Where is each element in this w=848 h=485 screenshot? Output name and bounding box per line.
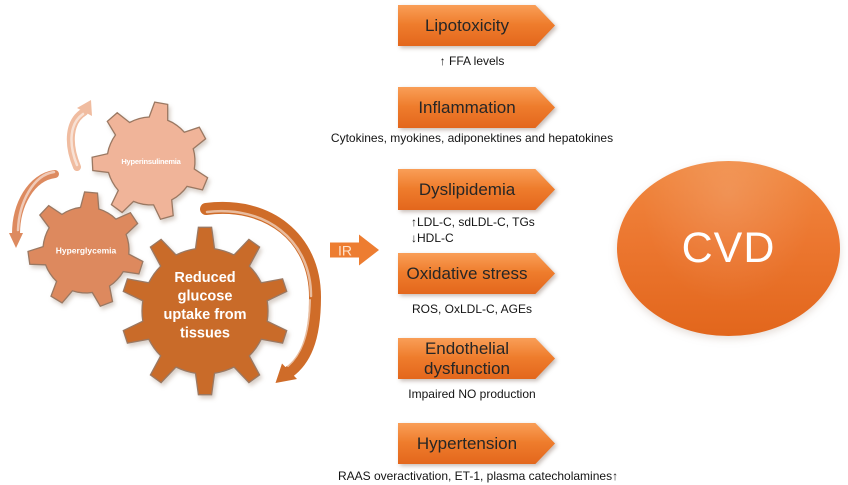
pathway-note-hypertension: RAAS overactivation, ET-1, plasma catech… [337, 469, 619, 483]
pathway-arrow-lipotoxicity: Lipotoxicity [398, 5, 555, 46]
gear-label-reduced-glucose: Reduced glucose uptake from tissues [164, 270, 247, 342]
curved-arrow-top [66, 100, 92, 171]
pathway-label: Lipotoxicity [424, 15, 510, 35]
curved-arrow-top-highlight [70, 112, 85, 167]
pathway-label: Hypertension [416, 433, 518, 453]
curved-arrow-big-highlight2 [287, 299, 311, 367]
pathway-arrow-oxidative-stress: Oxidative stress [398, 253, 555, 294]
curved-arrow-big [200, 201, 322, 383]
cvd-ellipse: CVD [617, 161, 840, 336]
svg-text:Reduced: Reduced [174, 270, 235, 286]
note-line: ↑LDL-C, sdLDL-C, TGs [411, 215, 535, 229]
ir-arrow-label: IR [338, 243, 352, 259]
pathway-note-lipotoxicity: ↑ FFA levels [439, 54, 505, 68]
pathway-note-oxidative-stress: ROS, OxLDL-C, AGEs [411, 302, 533, 316]
svg-text:glucose: glucose [178, 289, 233, 305]
pathway-arrow-dyslipidemia: Dyslipidemia [398, 169, 555, 210]
gear-hyperinsulinemia [91, 101, 209, 220]
pathway-label: Oxidative stress [406, 263, 528, 283]
gear-label-hyperglycemia: Hyperglycemia [56, 246, 117, 256]
pathway-label: Dyslipidemia [418, 179, 516, 199]
pathway-label: Inflammation [418, 97, 516, 117]
curved-arrow-left [9, 170, 59, 248]
ir-arrow-shape [330, 234, 379, 266]
pathway-note-inflammation: Cytokines, myokines, adiponektines and h… [330, 131, 614, 145]
cvd-label: CVD [681, 224, 776, 272]
note-line: ↓HDL-C [411, 231, 454, 245]
curved-arrow-left-highlight [16, 170, 56, 232]
gear-label-hyperinsulinemia: Hyperinsulinemia [121, 157, 181, 166]
svg-text:uptake from: uptake from [164, 307, 247, 323]
curved-arrow-big-highlight [205, 209, 313, 298]
gear-hyperglycemia [27, 191, 144, 308]
curved-arrow-big-head [275, 363, 297, 383]
pathway-arrow-hypertension: Hypertension [398, 423, 555, 464]
gear-reduced-glucose [122, 226, 288, 396]
svg-text:tissues: tissues [180, 326, 230, 342]
pathway-label: Endothelial dysfunction [424, 338, 510, 378]
pathway-note-dyslipidemia: ↑LDL-C, sdLDL-C, TGs ↓HDL-C [411, 214, 535, 246]
curved-arrow-top-head [77, 100, 92, 116]
ir-arrow: IR [330, 234, 379, 266]
pathway-arrow-inflammation: Inflammation [398, 87, 555, 128]
curved-arrow-left-head [9, 233, 23, 248]
pathway-arrow-endothelial-dysfunction: Endothelial dysfunction [398, 338, 555, 379]
pathway-note-endothelial-dysfunction: Impaired NO production [408, 387, 536, 401]
curved-arrow-big-body [200, 201, 322, 378]
